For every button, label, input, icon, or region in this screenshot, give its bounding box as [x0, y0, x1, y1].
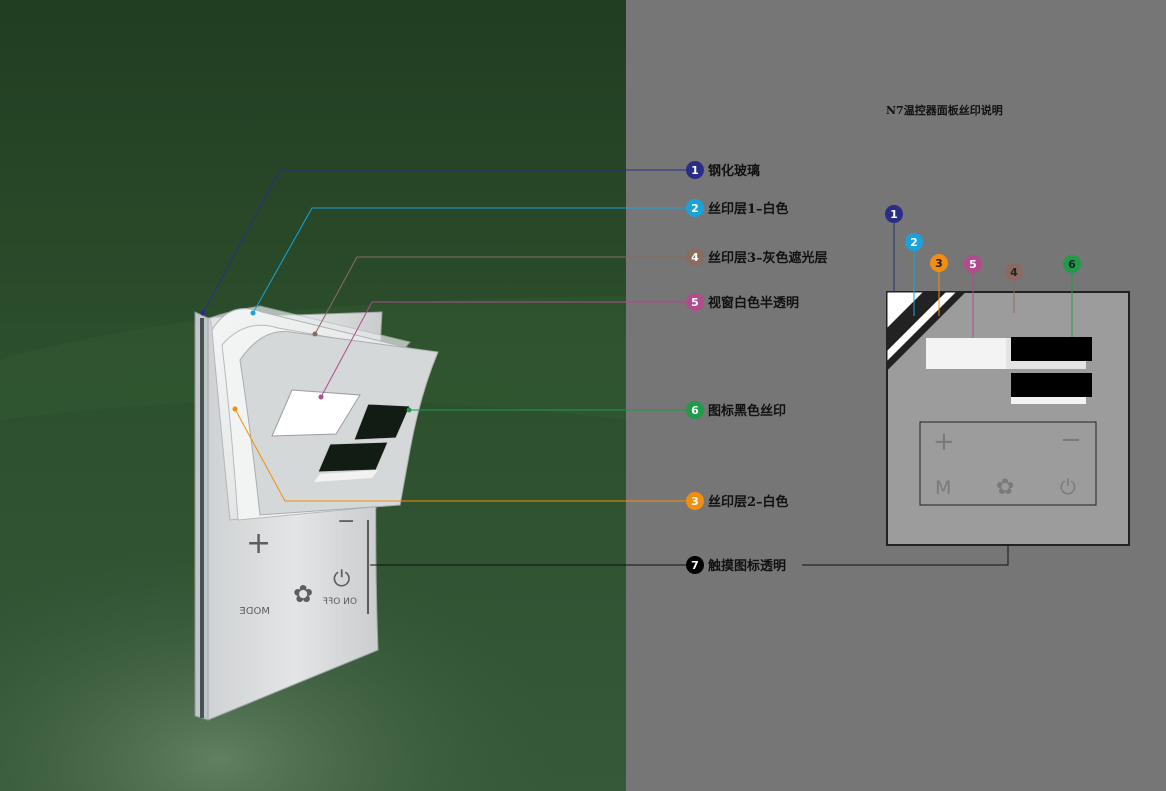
callout-3: 3 丝印层2–白色 — [686, 492, 789, 510]
callout-3-label: 丝印层2–白色 — [708, 494, 789, 510]
render-window-white — [271, 389, 361, 437]
schematic-leaders — [893, 222, 1073, 338]
leader-2 — [252, 207, 686, 314]
schematic-badge-5-circle — [964, 255, 982, 273]
leader-4-dot — [312, 331, 318, 337]
schematic-mode-label: M — [935, 477, 951, 499]
schematic-badge-3-circle — [930, 254, 948, 272]
schematic-title: N7温控器面板丝印说明 — [886, 103, 1003, 117]
schematic-badge-2-number: 2 — [910, 236, 918, 249]
render-minus-icon: − — [337, 509, 355, 534]
render-mode-label: MODE — [239, 606, 270, 617]
leader-1 — [202, 169, 686, 314]
callout-7-badge — [686, 556, 704, 574]
render-window-white-2 — [314, 470, 378, 482]
schematic-badge-4: 4 — [1005, 263, 1023, 281]
schematic-power-icon: ⏻ — [1060, 475, 1076, 499]
callout-3-badge — [686, 492, 704, 510]
schematic-badge-4-circle — [1005, 263, 1023, 281]
callout-3-number: 3 — [691, 495, 699, 508]
callout-2: 2 丝印层1–白色 — [686, 199, 789, 217]
schematic-badge-1: 1 — [885, 205, 903, 223]
schematic-black-print-2 — [1011, 373, 1092, 397]
schematic-layer-gray-stripe-2 — [887, 292, 965, 370]
callout-4-badge — [686, 248, 704, 266]
callout-2-badge — [686, 199, 704, 217]
schematic-fan-icon: ✿ — [996, 475, 1014, 500]
callout-6-badge — [686, 401, 704, 419]
schematic-layer-gray-stripe — [887, 292, 946, 351]
schematic-badge-6-number: 6 — [1068, 258, 1076, 271]
schematic-badge-6-circle — [1063, 255, 1081, 273]
leader-5 — [320, 301, 686, 398]
callout-7: 7 触摸图标透明 — [686, 556, 786, 574]
callout-1: 1 钢化玻璃 — [686, 161, 760, 179]
callout-5-badge — [686, 293, 704, 311]
callout-5-label: 视窗白色半透明 — [708, 295, 799, 311]
schematic-badge-2-circle — [905, 233, 923, 251]
schematic-black-print-1 — [1011, 337, 1092, 361]
callout-2-number: 2 — [691, 202, 699, 215]
callout-6-number: 6 — [691, 404, 699, 417]
schematic-badge-6: 6 — [1063, 255, 1081, 273]
leader-3 — [234, 408, 686, 502]
schematic: N7温控器面板丝印说明 + − M ✿ ⏻ 1 — [885, 103, 1130, 546]
callout-6: 6 图标黑色丝印 — [686, 401, 786, 419]
callout-6-label: 图标黑色丝印 — [708, 403, 786, 419]
leader-2-dot — [250, 310, 256, 316]
callout-7-label: 触摸图标透明 — [707, 558, 786, 574]
leader-4 — [314, 256, 686, 335]
schematic-badge-3-number: 3 — [935, 257, 943, 270]
render-onoff-label: ON OFF — [323, 597, 357, 607]
schematic-plus-icon: + — [933, 427, 955, 457]
render-plus-icon: + — [246, 526, 271, 561]
callout-4-number: 4 — [691, 251, 699, 264]
callout-list: 1 钢化玻璃 2 丝印层1–白色 4 丝印层3–灰色遮光层 5 视窗白色半透明 … — [686, 161, 828, 574]
thermostat-render: + − ✿ ⏻ MODE ON OFF — [194, 305, 439, 721]
leader-lines — [200, 169, 1009, 566]
callout-5: 5 视窗白色半透明 — [686, 293, 799, 311]
callout-4-label: 丝印层3–灰色遮光层 — [708, 250, 828, 266]
callout-1-number: 1 — [691, 164, 699, 177]
render-black-print-2 — [317, 441, 389, 473]
schematic-minus-icon: − — [1060, 425, 1082, 455]
leader-5-dot — [318, 394, 324, 400]
render-power-icon: ⏻ — [333, 567, 350, 592]
render-glass-edge-dark — [200, 318, 204, 718]
render-fan-icon: ✿ — [293, 580, 313, 608]
schematic-badge-5: 5 — [964, 255, 982, 273]
schematic-badge-5-number: 5 — [969, 258, 977, 271]
callout-1-label: 钢化玻璃 — [708, 163, 760, 179]
callout-5-number: 5 — [691, 296, 699, 309]
schematic-badge-2: 2 — [905, 233, 923, 251]
schematic-badge-1-circle — [885, 205, 903, 223]
callout-7-number: 7 — [691, 559, 699, 572]
schematic-badge-4-number: 4 — [1010, 266, 1018, 279]
schematic-badge-3: 3 — [930, 254, 948, 272]
callout-4: 4 丝印层3–灰色遮光层 — [686, 248, 828, 266]
schematic-badge-1-number: 1 — [890, 208, 898, 221]
schematic-window-white — [926, 338, 1006, 369]
callout-2-label: 丝印层1–白色 — [708, 201, 789, 217]
leader-1-dot — [200, 310, 206, 316]
render-black-print-1 — [353, 403, 411, 441]
leader-3-dot — [232, 406, 238, 412]
callout-1-badge — [686, 161, 704, 179]
leader-6-dot — [406, 407, 412, 413]
schematic-touch-area — [919, 421, 1097, 506]
